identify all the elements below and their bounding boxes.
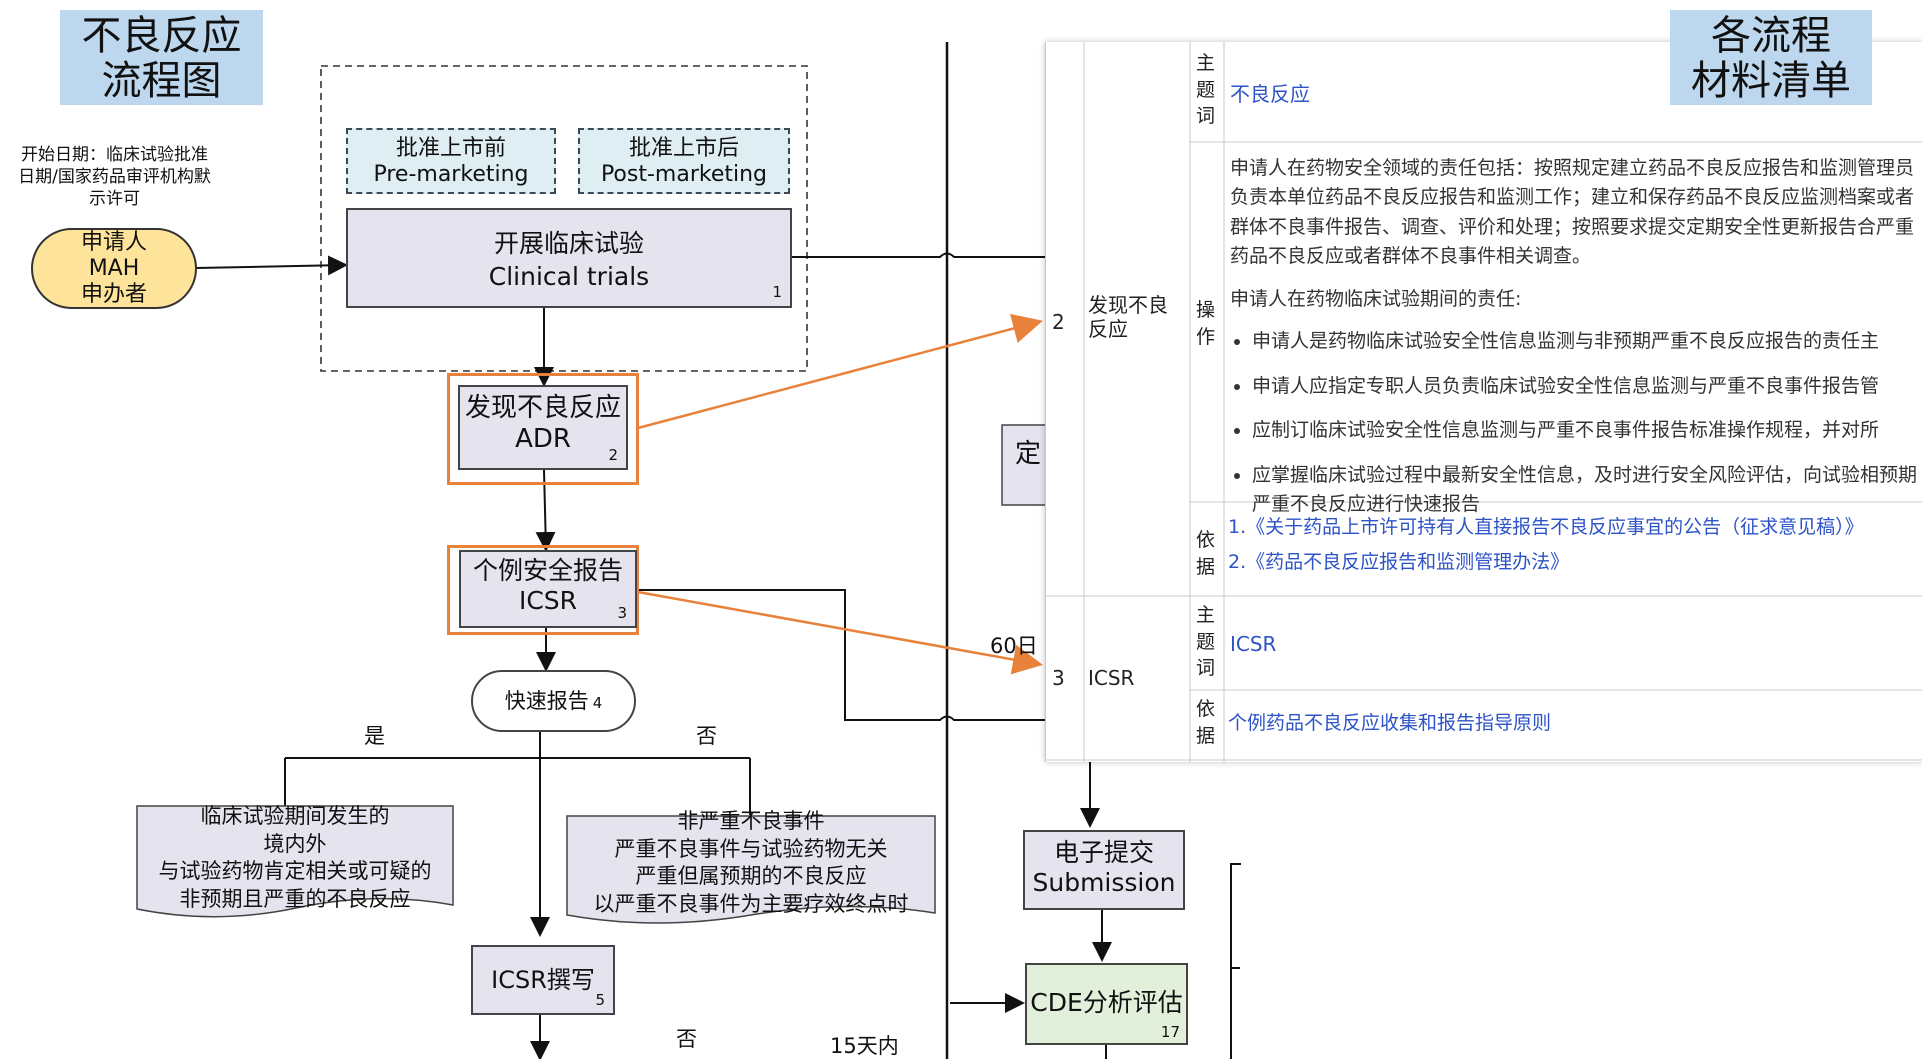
right-title: 各流程 材料清单: [1670, 10, 1872, 105]
yes-criteria-document: [136, 805, 454, 918]
left-title-line2: 流程图: [101, 57, 222, 104]
node-number: 2: [608, 446, 618, 464]
applicant-node[interactable]: 申请人 MAH 申办者: [31, 228, 197, 309]
icsr-highlight: [447, 545, 639, 635]
materials-table-panel: 2 发现不良反应 主题词 不良反应 操作 申请人在药物安全领域的责任包括：按照规…: [1045, 42, 1922, 762]
row2-number: 2: [1052, 310, 1065, 334]
arrow-icsr-to-table: [637, 590, 1043, 675]
line-icsr-right: [636, 589, 1045, 721]
row2-topic-value[interactable]: 不良反应: [1230, 82, 1310, 106]
node-number: 17: [1160, 1023, 1180, 1041]
row2-name: 发现不良反应: [1088, 293, 1168, 341]
pre-marketing-phase[interactable]: 批准上市前 Pre-marketing: [346, 128, 556, 194]
node-number: 3: [617, 604, 627, 622]
row3-topic-label: 主题词: [1196, 604, 1216, 680]
no-criteria-document: [566, 815, 936, 924]
ops-bullet: 应掌握临床试验过程中最新安全性信息，及时进行安全风险评估，向试验相预期严重不良反…: [1252, 461, 1922, 520]
ops-bullet: 申请人应指定专职人员负责临床试验安全性信息监测与严重不良事件报告管: [1252, 372, 1922, 401]
row3-name: ICSR: [1088, 666, 1135, 690]
arrow-applicant-clinical: [195, 255, 348, 276]
line-clinical-right: [792, 252, 1045, 258]
row2-op-content: 申请人在药物安全领域的责任包括：按照规定建立药品不良反应报告和监测管理员负责本单…: [1230, 154, 1922, 534]
row3-basis-label: 依据: [1196, 698, 1216, 747]
pre-post-container: [320, 65, 808, 372]
node-number: 1: [772, 282, 782, 301]
ops-paragraph: 申请人在药物安全领域的责任包括：按照规定建立药品不良反应报告和监测管理员负责本单…: [1230, 157, 1915, 268]
post-marketing-phase[interactable]: 批准上市后 Post-marketing: [578, 128, 790, 194]
adr-highlight: [447, 373, 639, 485]
row2-topic-label: 主题词: [1196, 52, 1216, 128]
node-number: 5: [595, 991, 605, 1009]
days-60-label: 60日: [990, 634, 1038, 658]
clinical-trials-node[interactable]: 开展临床试验 Clinical trials 1: [346, 208, 792, 308]
arrow-adr-to-table: [637, 313, 1043, 430]
ops-bullet: 申请人是药物临床试验安全性信息监测与非预期严重不良反应报告的责任主: [1252, 327, 1922, 356]
table-grid: [1046, 42, 1922, 762]
basis-link[interactable]: 1.《关于药品上市许可持有人直接报告不良反应事宜的公告（征求意见稿）》: [1228, 516, 1864, 538]
no-criteria-text: 非严重不良事件 严重不良事件与试验药物无关 严重但属预期的不良反应 以严重不良事…: [593, 809, 909, 917]
left-title: 不良反应 流程图: [60, 10, 263, 105]
branch-no2-label: 否: [676, 1027, 697, 1051]
ops-intro: 申请人在药物临床试验期间的责任:: [1230, 287, 1522, 310]
branch-no-label: 否: [696, 724, 717, 748]
row2-basis-label: 依据: [1196, 529, 1216, 578]
yes-criteria-text: 临床试验期间发生的 境内外 与试验药物肯定相关或可疑的 非预期且严重的不良反应: [158, 804, 432, 912]
right-bracket: [1230, 863, 1241, 1059]
basis-link[interactable]: 2.《药品不良反应报告和监测管理办法》: [1228, 550, 1570, 573]
submission-node[interactable]: 电子提交 Submission: [1023, 830, 1185, 910]
row2-basis-list: 1.《关于药品上市许可持有人直接报告不良反应事宜的公告（征求意见稿）》 2.《药…: [1228, 516, 1922, 586]
ops-bullet: 应制订临床试验安全性信息监测与严重不良事件报告标准操作规程，并对所: [1252, 416, 1922, 445]
partial-node-label: 定: [1015, 439, 1042, 469]
row3-number: 3: [1052, 666, 1065, 690]
left-title-line1: 不良反应: [81, 13, 242, 59]
adr-node[interactable]: 发现不良反应 ADR 2: [458, 385, 628, 470]
row3-basis-link[interactable]: 个例药品不良反应收集和报告指导原则: [1228, 712, 1552, 734]
ops-bullet-list: 申请人是药物临床试验安全性信息监测与非预期严重不良反应报告的责任主 申请人应指定…: [1230, 327, 1922, 519]
row3-topic-value[interactable]: ICSR: [1230, 632, 1277, 656]
start-date-note: 开始日期：临床试验批准 日期/国家药品审评机构默 示许可: [18, 145, 211, 210]
cde-analysis-node[interactable]: CDE分析评估 17: [1025, 963, 1188, 1045]
days-15-label: 15天内: [830, 1034, 899, 1058]
icsr-write-node[interactable]: ICSR撰写 5: [471, 945, 615, 1015]
branch-yes-label: 是: [364, 724, 385, 748]
icsr-node[interactable]: 个例安全报告 ICSR 3: [459, 550, 637, 628]
right-title-line2: 材料清单: [1691, 57, 1851, 104]
right-title-line1: 各流程: [1711, 13, 1831, 59]
row2-op-label: 操作: [1196, 299, 1216, 348]
